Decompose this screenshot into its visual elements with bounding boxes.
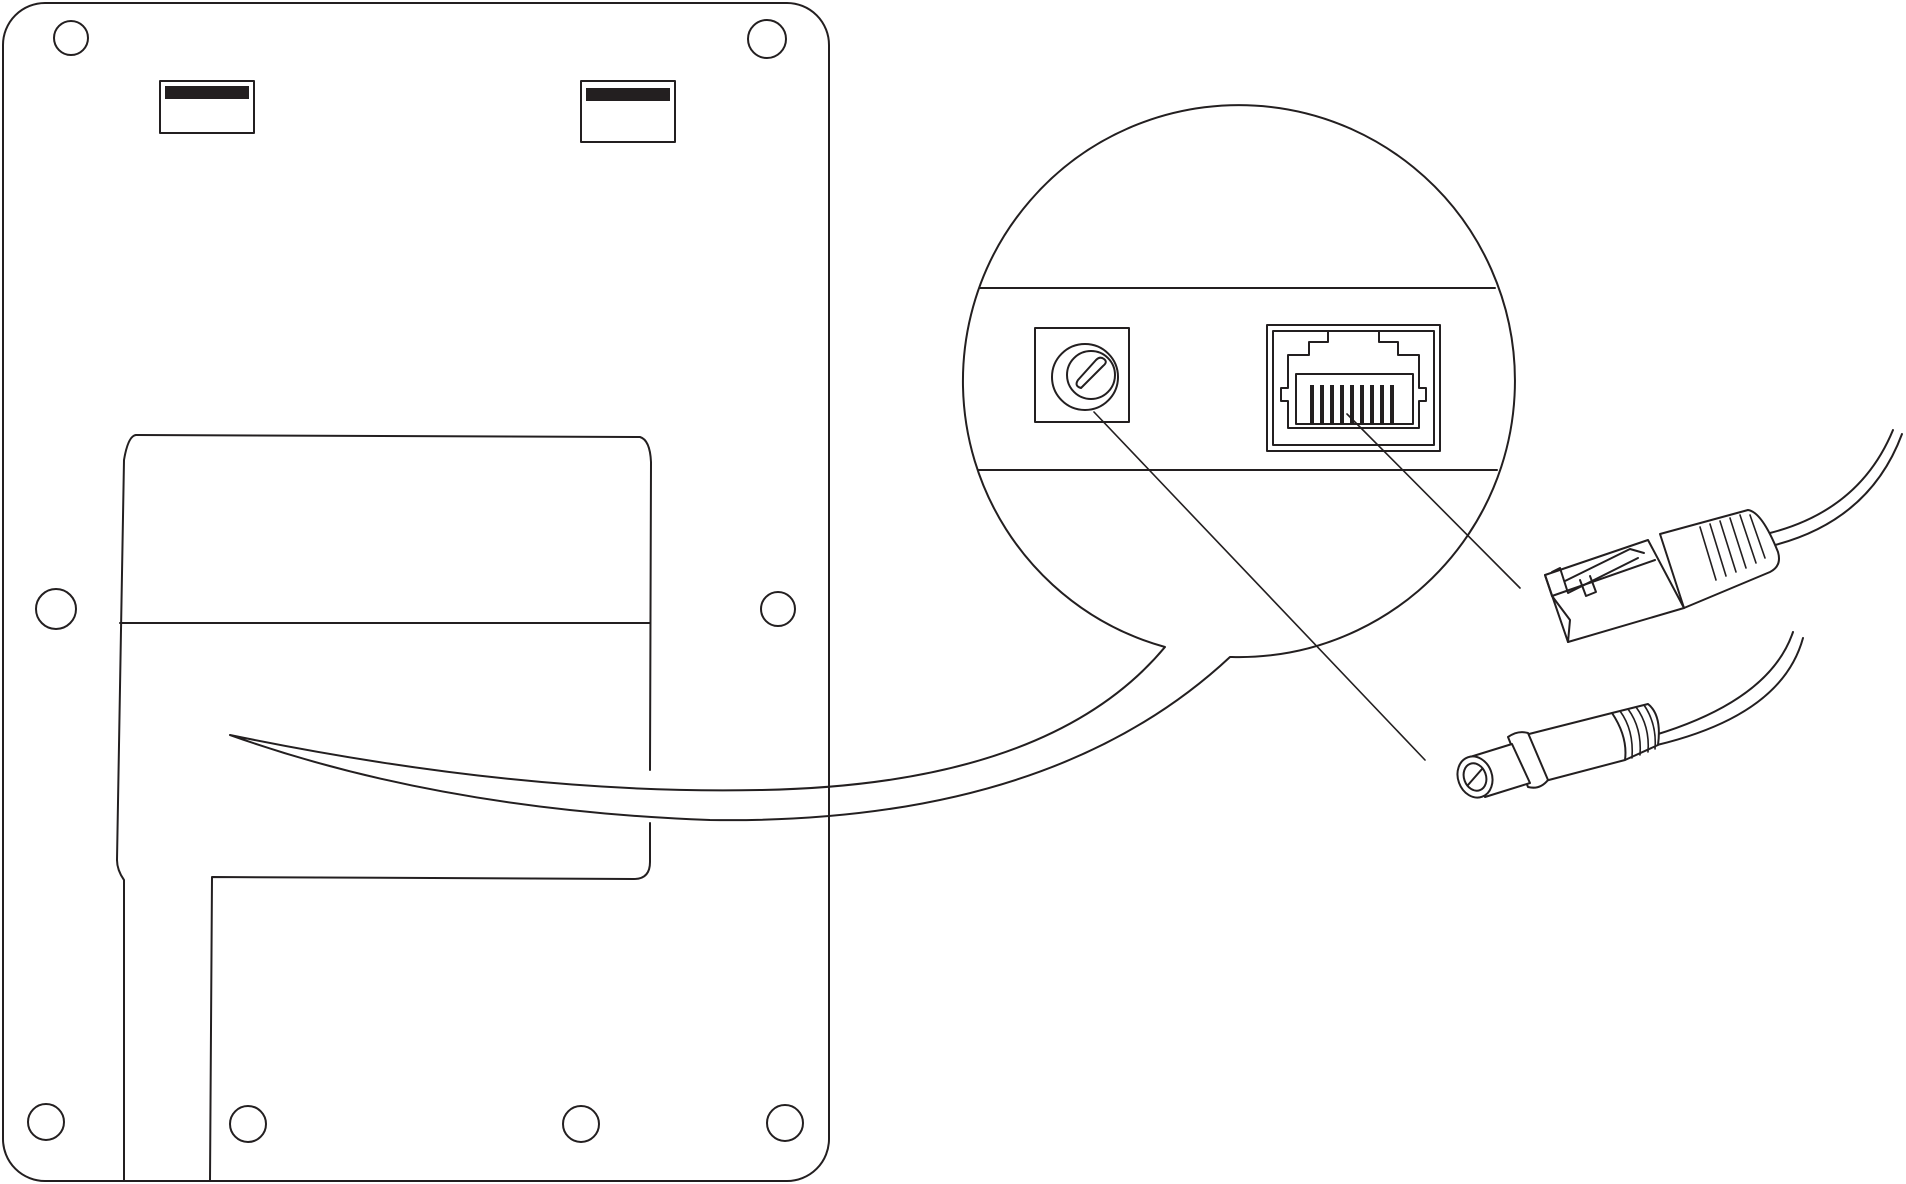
callout-bubble-outline [229,104,1516,822]
cable-compartment [116,434,652,1182]
top-slot-left [159,80,255,134]
leader-line-ethernet [1346,413,1521,589]
mounting-hole [27,1103,65,1141]
device-back-panel [2,2,830,1182]
mounting-hole [562,1105,600,1143]
magnified-port-view [229,104,1516,822]
rj45-contact-pins [1310,385,1394,423]
boot-ridges [1699,514,1766,581]
dc-plug-icon [1456,631,1804,799]
rj45-port-icon [1266,324,1441,452]
ethernet-plug-icon [1544,429,1903,643]
mounting-hole [766,1104,804,1142]
top-slot-right [580,80,676,143]
mounting-hole [53,20,89,56]
dc-jack-icon [1034,327,1130,423]
panel-outline [2,2,830,1182]
mounting-hole [229,1105,267,1143]
mounting-hole [35,588,77,630]
mounting-hole [747,19,787,59]
strain-relief-ridges [1619,704,1657,759]
mounting-hole [760,591,796,627]
leader-line-power [1093,411,1426,761]
